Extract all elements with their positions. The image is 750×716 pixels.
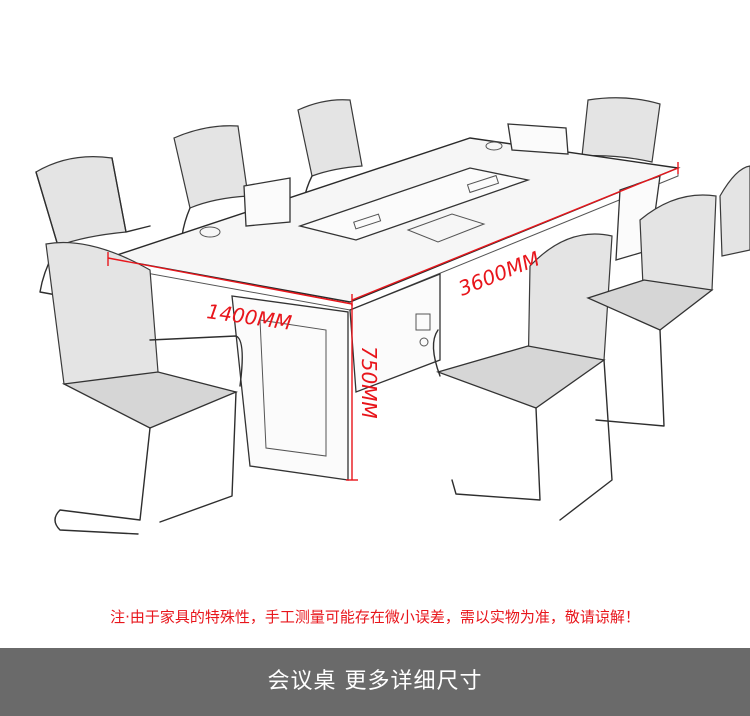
- dimension-height: 750MM: [346, 304, 381, 481]
- chair-back-left-2: [173, 125, 249, 237]
- table-drawing: 3600MM 1400MM 750MM: [35, 97, 750, 535]
- conference-table-diagram: 3600MM 1400MM 750MM: [35, 97, 750, 535]
- footer-banner: 会议桌 更多详细尺寸: [0, 648, 750, 716]
- disclaimer-note: 注·由于家具的特殊性，手工测量可能存在微小误差，需以实物为准，敬请谅解！: [110, 608, 640, 626]
- chair-front-right-2: [586, 194, 717, 427]
- dimension-height-label: 750MM: [357, 346, 381, 419]
- chair-front-left: [45, 241, 243, 535]
- chair-back-left-1: [35, 156, 151, 297]
- chair-front-right-3: [719, 165, 750, 257]
- banner-title: 会议桌 更多详细尺寸: [267, 669, 483, 694]
- chair-back-right-4: [581, 97, 661, 163]
- chair-front-right-1: [432, 233, 613, 521]
